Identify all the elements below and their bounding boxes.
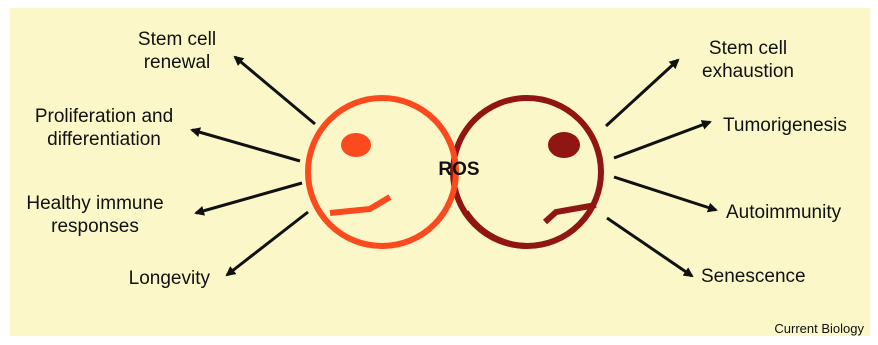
happy-face-eye [341, 133, 371, 157]
arrow-autoimmunity [613, 175, 718, 213]
outcome-stem-cell-exhaustion: Stem cell exhaustion [702, 38, 794, 82]
arrow-longevity [225, 210, 309, 277]
arrow-immune-responses [194, 181, 303, 216]
arrow-senescence [606, 216, 694, 278]
unhappy-face-outline-overlap [463, 210, 528, 249]
arrow-stem-cell-renewal [233, 55, 316, 126]
outcome-proliferation-differentiation: Proliferation and differentiation [34, 106, 174, 150]
unhappy-face-mouth [542, 202, 597, 225]
arrow-proliferation [190, 127, 301, 163]
happy-face [305, 95, 459, 249]
happy-face-outline [305, 95, 459, 249]
outcome-senescence: Senescence [701, 266, 806, 287]
arrow-stem-cell-exhaustion [604, 58, 680, 128]
outcome-longevity: Longevity [128, 268, 210, 289]
journal-credit: Current Biology [774, 321, 864, 336]
outcome-autoimmunity: Autoimmunity [726, 202, 842, 223]
outcome-healthy-immune-responses: Healthy immune responses [26, 193, 164, 237]
unhappy-face-eye [548, 132, 580, 158]
outcome-tumorigenesis: Tumorigenesis [723, 115, 847, 136]
happy-face-mouth [329, 194, 392, 216]
outcome-stem-cell-renewal: Stem cell renewal [137, 29, 217, 73]
arrow-tumorigenesis [613, 120, 712, 160]
ros-label: ROS [438, 159, 480, 180]
figure-panel [10, 8, 870, 336]
